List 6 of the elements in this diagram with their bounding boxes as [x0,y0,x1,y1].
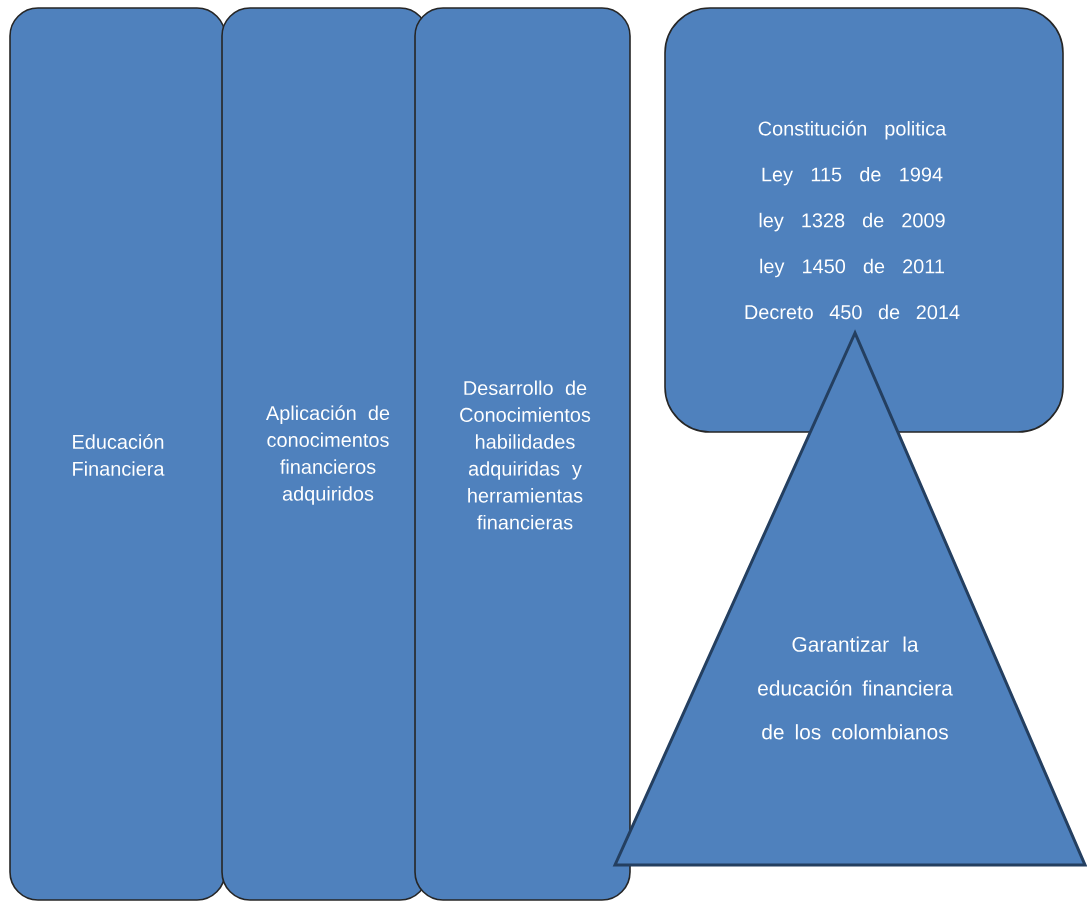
column-box: Aplicación de conocimentos financieros adquiridos [221,7,429,901]
rounded-box: Constitución politica Ley 115 de 1994 ley 1328 de 2009 ley 1450 de 2011 Decreto 450 de 2014 [664,7,1064,433]
column-box: Desarrollo de Conocimientos habilidades adquiridas y herramientas financieras [414,7,631,901]
node-label: Garantizar la educación financiera de los colombianos [758,636,953,740]
node-label: Aplicación de conocimentos financieros adquiridos [265,405,390,505]
column-box: Educación Financiera [9,7,226,901]
